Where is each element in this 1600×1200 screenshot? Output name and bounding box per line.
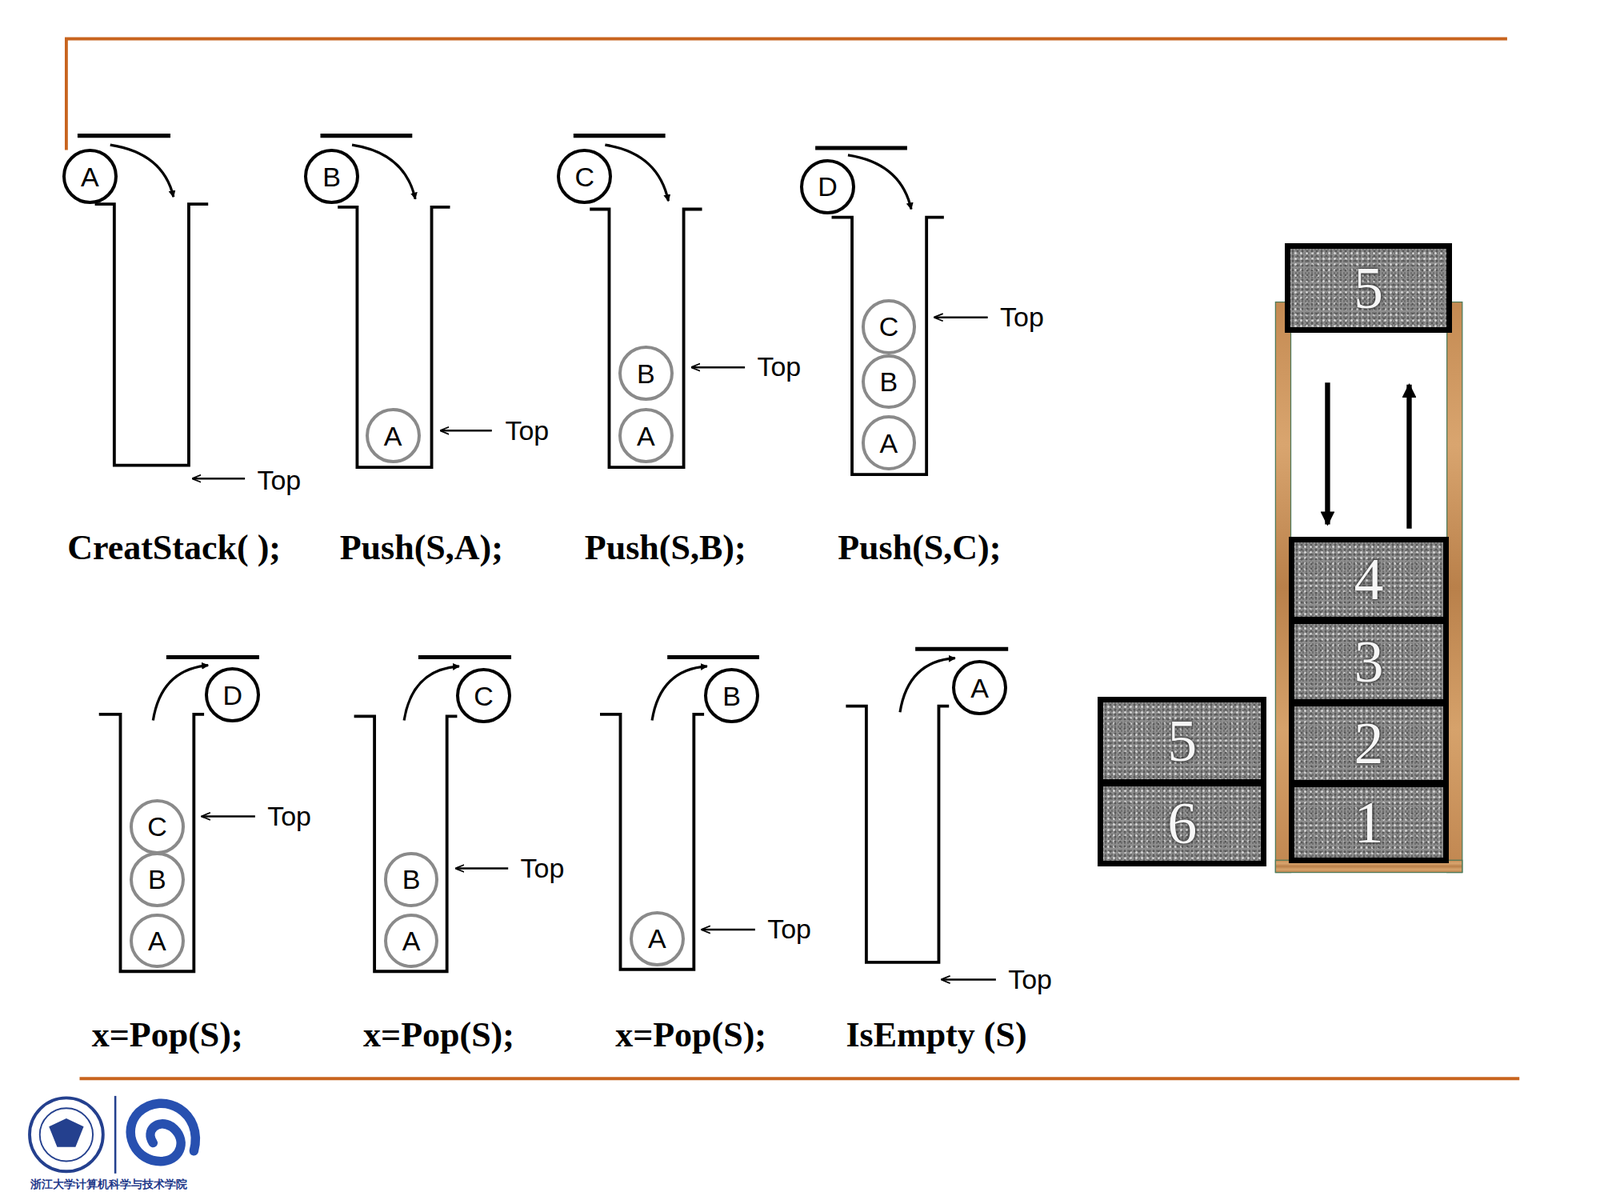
element-letter: C bbox=[879, 312, 900, 340]
stack-element: D bbox=[204, 667, 260, 723]
brick-number: 1 bbox=[1354, 792, 1384, 852]
top-pointer-label: Top bbox=[504, 416, 549, 446]
stack-element: A bbox=[62, 148, 118, 204]
element-letter: C bbox=[473, 682, 494, 710]
top-pointer-label: Top bbox=[1000, 302, 1044, 332]
top-pointer-label: Top bbox=[267, 801, 312, 832]
stack-element: C bbox=[556, 148, 612, 204]
operation-caption: Push(S,C); bbox=[837, 528, 1001, 568]
numbered-brick: 1 bbox=[1288, 781, 1449, 864]
stack-element: B bbox=[304, 148, 360, 204]
top-pointer-label: Top bbox=[767, 914, 812, 944]
brick-number: 6 bbox=[1167, 793, 1197, 853]
element-letter: B bbox=[322, 163, 341, 191]
brick-number: 5 bbox=[1353, 258, 1384, 318]
element-letter: C bbox=[147, 812, 168, 840]
element-letter: B bbox=[148, 865, 167, 893]
stack-element: C bbox=[129, 799, 185, 855]
element-letter: D bbox=[223, 681, 244, 709]
operation-caption: x=Pop(S); bbox=[363, 1016, 515, 1055]
push-pop-arrow bbox=[110, 144, 956, 720]
element-letter: A bbox=[636, 422, 656, 450]
brick-number: 3 bbox=[1354, 632, 1384, 692]
top-pointer bbox=[192, 317, 996, 980]
element-letter: A bbox=[880, 429, 899, 457]
element-letter: A bbox=[402, 927, 421, 955]
stack-element: A bbox=[384, 913, 440, 969]
stack-element: B bbox=[618, 345, 674, 401]
stack-container bbox=[95, 204, 950, 972]
wooden-tube bbox=[1275, 302, 1462, 873]
numbered-brick: 5 bbox=[1284, 243, 1452, 333]
stack-element: A bbox=[618, 408, 674, 464]
top-pointer-label: Top bbox=[1008, 964, 1052, 995]
element-letter: A bbox=[648, 924, 667, 952]
numbered-brick: 6 bbox=[1097, 780, 1266, 867]
element-letter: B bbox=[402, 865, 421, 893]
numbered-brick: 2 bbox=[1288, 700, 1449, 786]
element-letter: B bbox=[880, 368, 899, 396]
stack-lid bbox=[77, 136, 1008, 658]
brick-number: 2 bbox=[1354, 713, 1384, 773]
element-letter: B bbox=[722, 682, 741, 710]
brick-number: 5 bbox=[1167, 711, 1197, 771]
brick-number: 4 bbox=[1354, 549, 1384, 609]
university-logo bbox=[29, 1096, 196, 1174]
element-letter: A bbox=[148, 927, 167, 955]
direction-arrow bbox=[1327, 382, 1409, 528]
stack-element: B bbox=[384, 852, 440, 908]
stack-element: B bbox=[861, 354, 917, 410]
numbered-brick: 5 bbox=[1097, 696, 1266, 785]
operation-caption: x=Pop(S); bbox=[92, 1016, 244, 1055]
element-letter: A bbox=[970, 674, 989, 702]
stack-element: A bbox=[952, 660, 1008, 716]
institution-name: 浙江大学计算机科学与技术学院 bbox=[30, 1178, 188, 1191]
operation-caption: CreatStack( ); bbox=[67, 528, 281, 568]
element-letter: C bbox=[575, 163, 596, 191]
stack-element: C bbox=[456, 668, 512, 724]
stack-element: A bbox=[629, 911, 685, 967]
stack-element: A bbox=[861, 415, 917, 471]
stack-element: D bbox=[800, 159, 856, 215]
stack-element: B bbox=[129, 852, 185, 908]
element-letter: A bbox=[80, 163, 100, 191]
top-pointer-label: Top bbox=[520, 853, 565, 884]
frame-line bbox=[66, 38, 1520, 1079]
top-pointer-label: Top bbox=[256, 465, 301, 496]
element-letter: D bbox=[817, 172, 838, 200]
operation-caption: IsEmpty (S) bbox=[845, 1016, 1027, 1055]
operation-caption: x=Pop(S); bbox=[615, 1016, 767, 1055]
numbered-brick: 4 bbox=[1288, 536, 1449, 623]
top-pointer-label: Top bbox=[756, 352, 801, 382]
stack-element: A bbox=[129, 913, 185, 969]
element-letter: B bbox=[636, 360, 656, 388]
stack-element: A bbox=[365, 408, 421, 464]
operation-caption: Push(S,A); bbox=[340, 528, 504, 568]
numbered-brick: 3 bbox=[1288, 618, 1449, 705]
stack-element: C bbox=[861, 299, 917, 355]
operation-caption: Push(S,B); bbox=[584, 528, 747, 568]
element-letter: A bbox=[384, 422, 403, 450]
stack-element: B bbox=[704, 668, 760, 724]
